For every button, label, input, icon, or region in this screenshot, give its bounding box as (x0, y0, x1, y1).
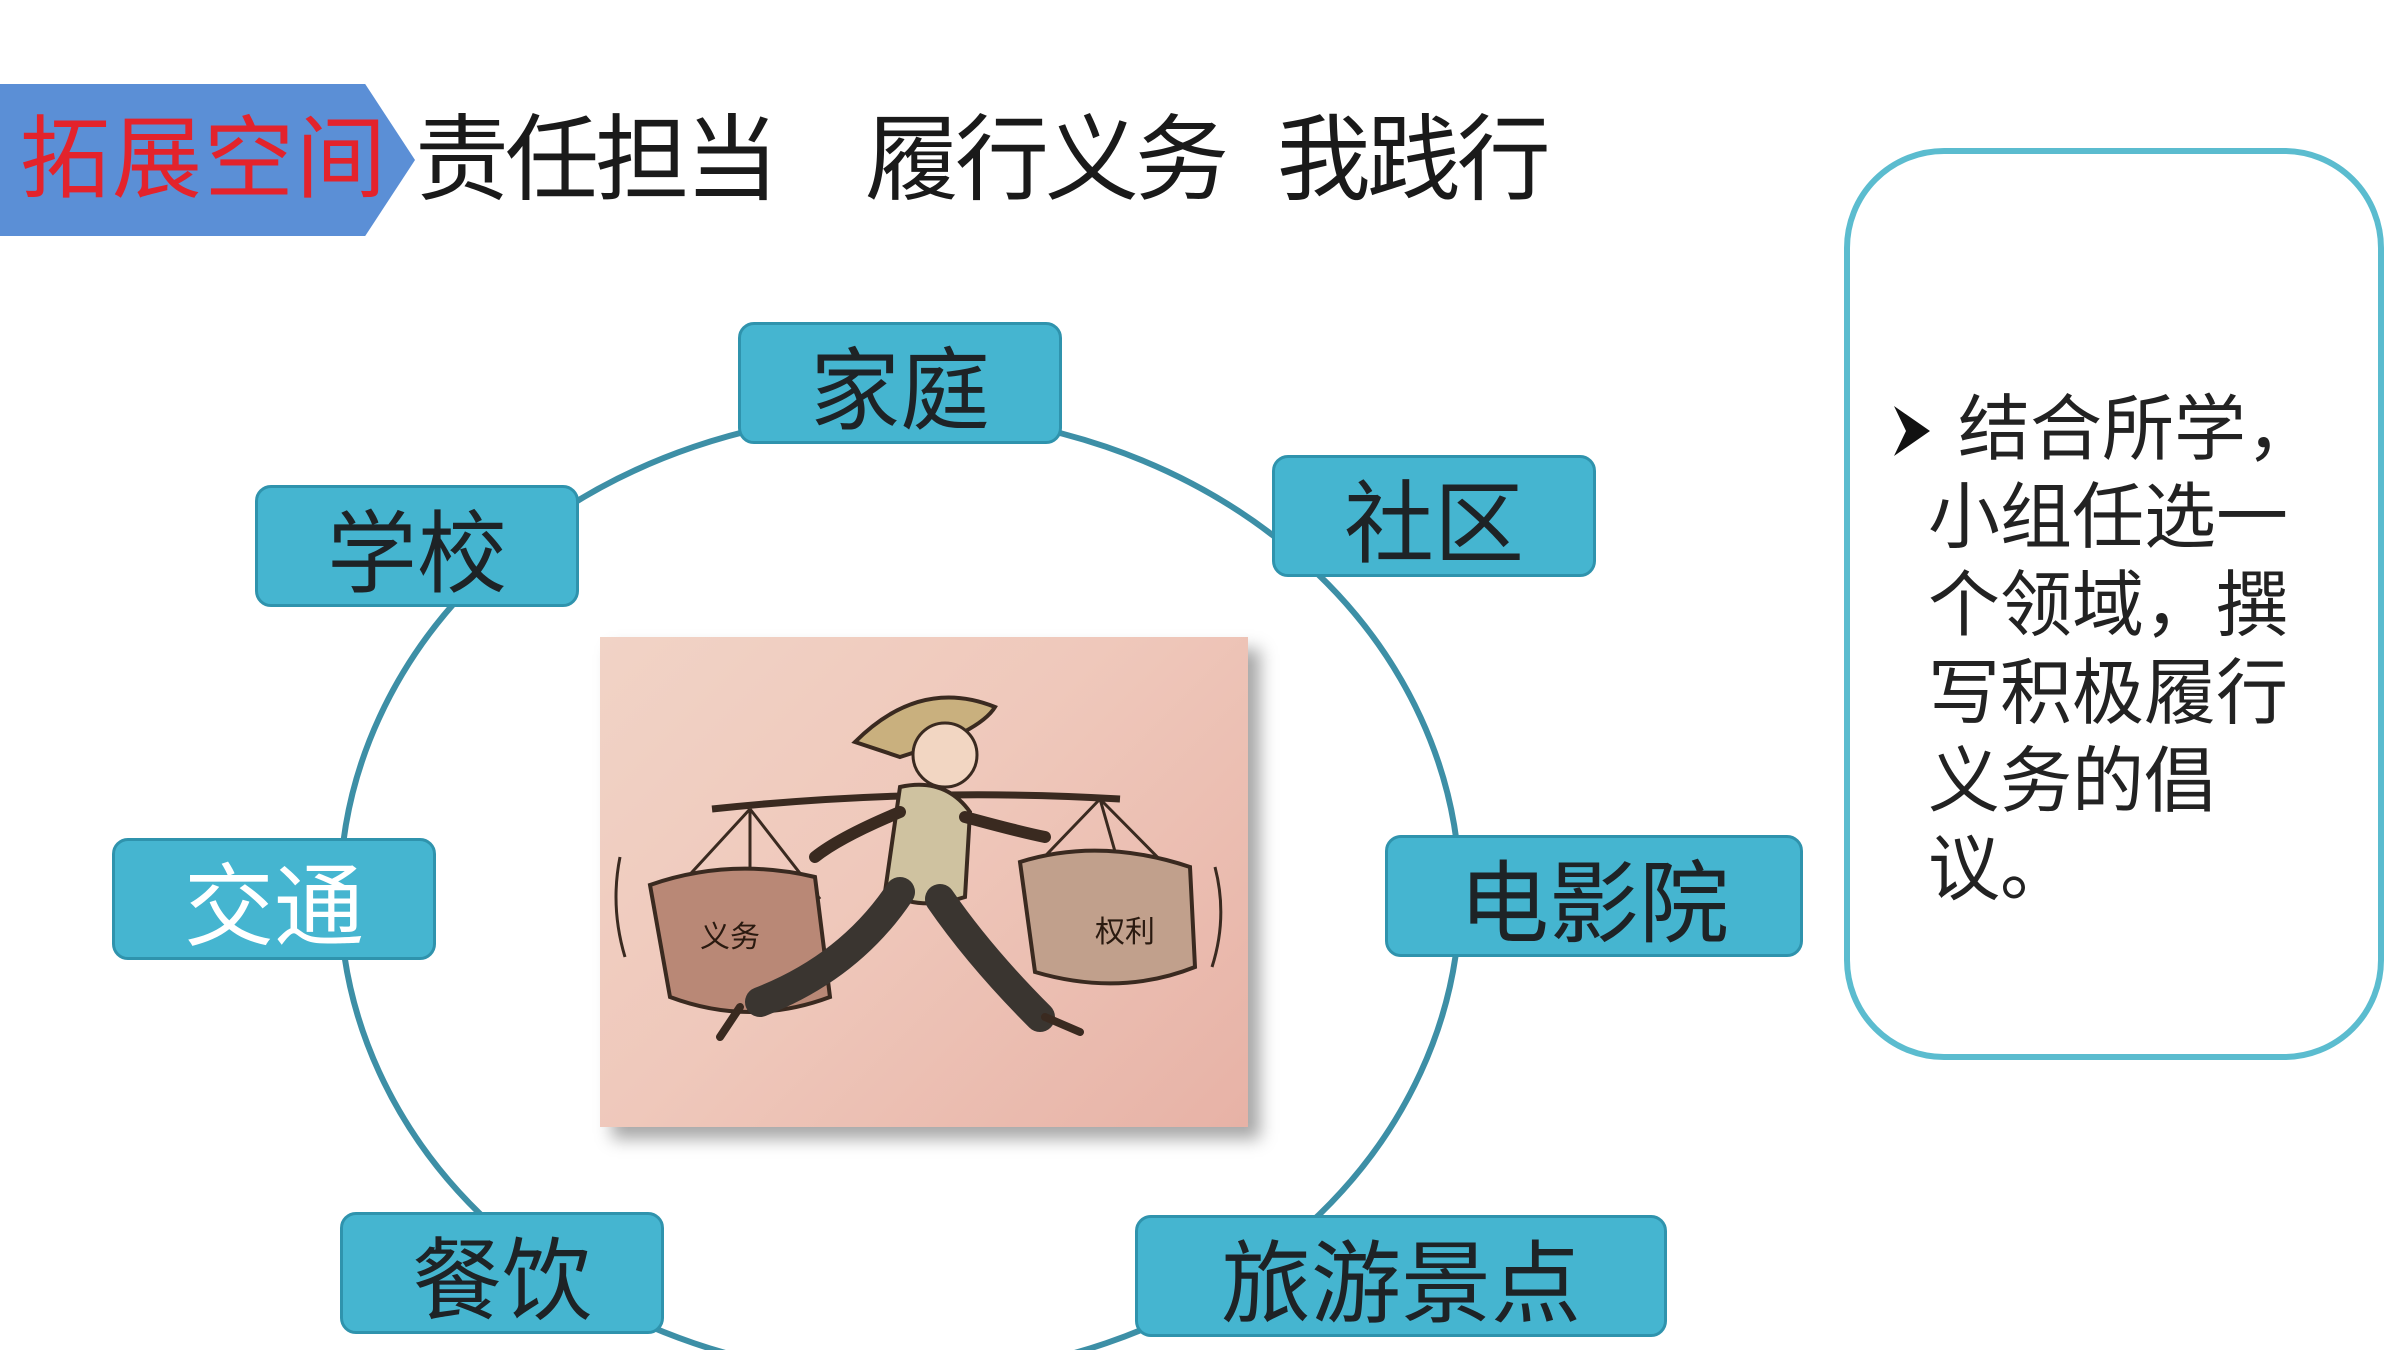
legs (745, 877, 1055, 1032)
task-panel (1844, 148, 2384, 1060)
node-cinema: 电影院 (1385, 835, 1803, 957)
node-dining-label: 餐饮 (412, 1229, 592, 1334)
left-basket-label: 义务 (700, 920, 760, 955)
task-instruction: 结合所学，小组任选一个领域，撰写积极履行义务的倡议。 (1928, 387, 2319, 911)
arms (809, 806, 1051, 863)
node-tourism-label: 旅游景点 (1221, 1232, 1581, 1337)
node-family: 家庭 (738, 322, 1062, 444)
feet (716, 1003, 1084, 1041)
section-tag-label: 拓展空间 (20, 107, 388, 212)
right-basket (1017, 848, 1198, 986)
slide-title: 责任担当 履行义务 我践行 (415, 106, 1551, 215)
motion-marks (614, 856, 1223, 968)
node-community-label: 社区 (1344, 472, 1524, 577)
section-tag-background (0, 84, 415, 236)
node-community: 社区 (1272, 455, 1596, 577)
node-school: 学校 (255, 485, 579, 607)
right-basket-label: 权利 (1095, 915, 1155, 950)
node-traffic: 交通 (112, 838, 436, 960)
node-dining: 餐饮 (340, 1212, 664, 1334)
node-school-label: 学校 (327, 502, 507, 607)
node-cinema-label: 电影院 (1459, 852, 1729, 957)
node-family-label: 家庭 (810, 339, 990, 444)
node-tourism: 旅游景点 (1135, 1215, 1667, 1337)
arrow-bullet-icon (1894, 406, 1930, 456)
head (911, 721, 979, 789)
node-traffic-label: 交通 (184, 855, 364, 960)
center-illustration: 义务 权利 (600, 637, 1248, 1127)
carrier-drawing: 义务 权利 (614, 695, 1223, 1041)
